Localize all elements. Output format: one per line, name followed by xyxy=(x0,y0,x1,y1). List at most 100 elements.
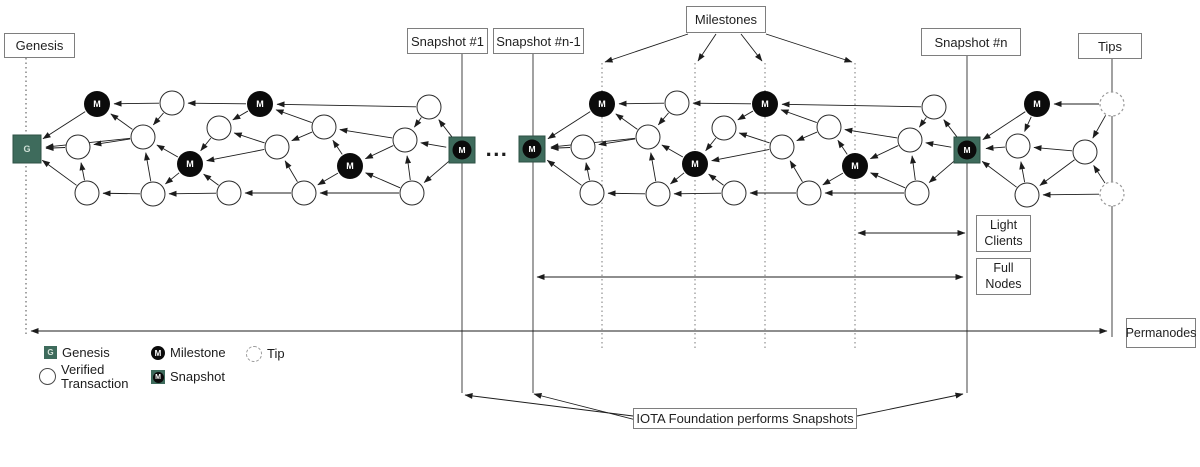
node-transaction xyxy=(579,180,605,206)
edge-arrow xyxy=(365,172,401,189)
edge-arrow xyxy=(781,101,922,108)
legend-item-genesis: G Genesis xyxy=(44,346,110,360)
edge-arrow xyxy=(332,139,343,155)
snapshot-icon: M xyxy=(151,370,165,384)
node-transaction xyxy=(816,114,842,140)
pointer-arrow xyxy=(765,33,853,63)
edge-arrow xyxy=(110,113,133,130)
genesis-label: Genesis xyxy=(4,33,75,58)
edge-arrow xyxy=(737,110,754,121)
node-transaction xyxy=(796,180,822,206)
edge-arrow xyxy=(284,160,298,183)
edge-arrow xyxy=(79,162,86,181)
node-transaction xyxy=(291,180,317,206)
edge-arrow xyxy=(232,110,249,121)
edge-arrow xyxy=(414,117,422,128)
edge-arrow xyxy=(1039,159,1075,186)
legend-verified-label: Verified Transaction xyxy=(61,362,129,391)
node-transaction xyxy=(140,181,166,207)
edge-arrow xyxy=(420,141,447,148)
node-letter: M xyxy=(458,145,465,155)
node-transaction xyxy=(206,115,232,141)
edge-arrow xyxy=(910,155,917,181)
node-tip xyxy=(1099,181,1125,207)
node-milestone xyxy=(177,151,203,177)
node-transaction xyxy=(159,90,185,116)
edge-arrow xyxy=(233,132,265,144)
snapshot-n-label: Snapshot #n xyxy=(921,28,1021,56)
edge-arrow xyxy=(156,144,179,158)
edge-arrow xyxy=(658,112,669,126)
node-transaction xyxy=(1014,182,1040,208)
legend-milestone-label: Milestone xyxy=(170,345,226,361)
edge-arrow xyxy=(670,172,685,185)
node-transaction xyxy=(311,114,337,140)
node-milestone xyxy=(337,153,363,179)
edge-arrow xyxy=(615,113,638,130)
node-milestone xyxy=(84,91,110,117)
node-transaction xyxy=(130,124,156,150)
edge-arrow xyxy=(711,149,770,163)
edge-arrow xyxy=(928,160,956,183)
edge-arrow xyxy=(102,190,141,197)
node-transaction xyxy=(216,180,242,206)
node-milestone xyxy=(752,91,778,117)
edge-arrow xyxy=(1093,165,1106,184)
node-letter: M xyxy=(761,99,769,109)
edge-arrow xyxy=(200,137,212,152)
node-transaction xyxy=(264,134,290,160)
edge-arrow xyxy=(1042,191,1100,198)
node-milestone xyxy=(589,91,615,117)
edge-arrow xyxy=(837,139,848,155)
node-letter: M xyxy=(598,99,606,109)
legend-item-verified: Verified Transaction xyxy=(39,363,154,390)
edge-arrow xyxy=(275,109,312,124)
edge-arrow xyxy=(339,127,393,139)
edge-arrow xyxy=(789,160,803,183)
edge-arrow xyxy=(598,138,636,147)
node-milestone xyxy=(682,151,708,177)
edge-arrow xyxy=(1024,116,1032,132)
node-transaction xyxy=(904,180,930,206)
legend-item-milestone: M Milestone xyxy=(151,346,226,360)
edge-arrow xyxy=(165,172,180,185)
snapshot-n-1-label: Snapshot #n-1 xyxy=(493,28,584,54)
node-transaction xyxy=(635,124,661,150)
legend-item-tip: Tip xyxy=(246,346,285,362)
node-letter: M xyxy=(691,159,699,169)
edge-arrow xyxy=(42,111,86,140)
edge-arrow xyxy=(276,101,417,108)
permanodes-label: Permanodes xyxy=(1126,318,1196,348)
pointer-arrow xyxy=(697,33,717,62)
edge-arrow xyxy=(738,132,770,144)
node-tip xyxy=(1099,91,1125,117)
edge-arrow xyxy=(317,172,339,186)
node-transaction xyxy=(664,90,690,116)
legend-item-snapshot: M Snapshot xyxy=(151,370,225,384)
node-snapshot-inner xyxy=(957,140,977,160)
edge-arrow xyxy=(113,100,160,107)
edge-arrow xyxy=(869,145,899,160)
tip-icon xyxy=(246,346,262,362)
legend-tip-label: Tip xyxy=(267,346,285,362)
node-letter: M xyxy=(256,99,264,109)
edge-arrow xyxy=(822,172,844,186)
node-letter: M xyxy=(186,159,194,169)
node-milestone xyxy=(842,153,868,179)
node-transaction xyxy=(1072,139,1098,165)
edge-arrow xyxy=(547,111,591,140)
edge-arrow xyxy=(291,131,313,142)
pointer-arrow xyxy=(533,392,637,421)
edge-arrow xyxy=(780,109,817,124)
node-genesis xyxy=(12,134,42,164)
milestone-icon: M xyxy=(151,346,165,360)
pointer-arrow xyxy=(740,33,763,62)
node-milestone xyxy=(1024,91,1050,117)
edge-arrow xyxy=(93,138,131,147)
edge-arrow xyxy=(844,127,898,139)
node-letter: M xyxy=(346,161,354,171)
node-transaction xyxy=(721,180,747,206)
node-letter: M xyxy=(963,145,970,155)
